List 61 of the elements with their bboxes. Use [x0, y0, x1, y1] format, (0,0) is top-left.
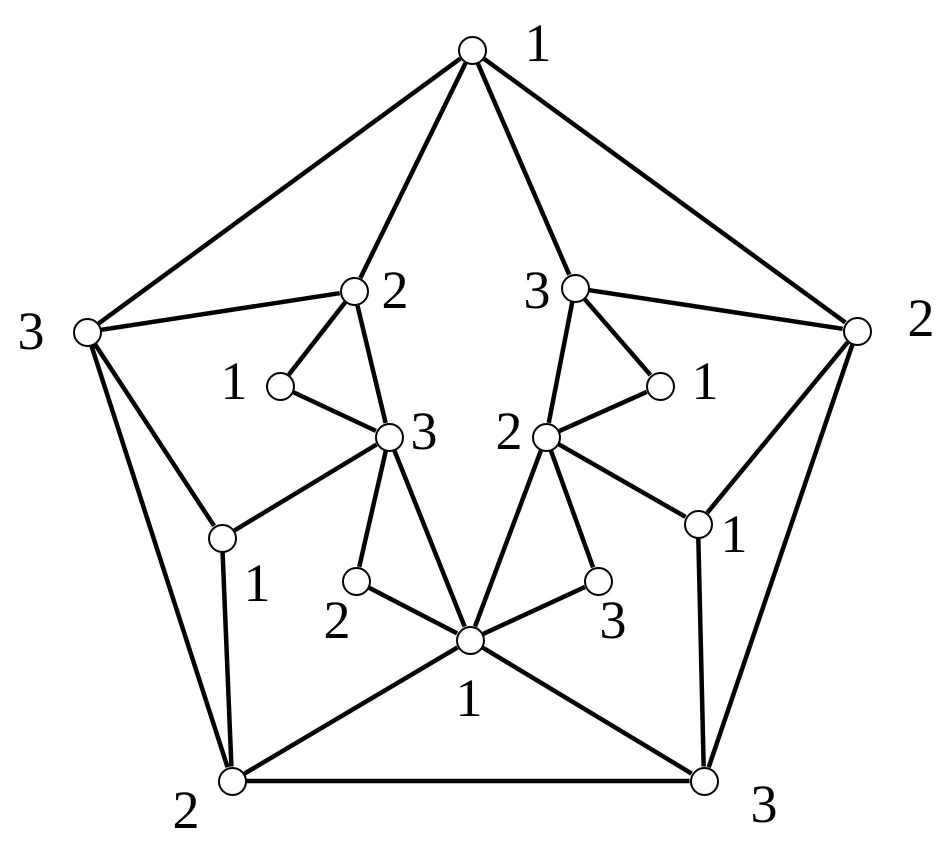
graph-edge	[558, 390, 648, 434]
vertex-circle	[690, 766, 718, 796]
vertex-circle	[374, 422, 404, 452]
vertex-circle	[842, 316, 872, 346]
vertex-label: 3	[600, 593, 626, 647]
vertex-label: 3	[524, 263, 550, 317]
vertex-circle	[560, 274, 590, 302]
graph-edge	[89, 345, 230, 768]
vertex-circle	[584, 566, 612, 596]
vertex-label: 3	[410, 404, 438, 458]
graph-edge	[472, 450, 544, 628]
graph-edge	[368, 586, 458, 636]
vertex-circle	[208, 524, 236, 552]
graph-edge	[481, 646, 693, 776]
graph-edge	[97, 56, 462, 326]
graph-edge	[482, 585, 586, 636]
vertex-circle	[684, 510, 712, 538]
graph-edge	[93, 342, 216, 528]
vertex-label: 3	[18, 304, 44, 358]
graph-edge	[582, 297, 652, 377]
vertex-label: 1	[524, 16, 552, 70]
graph-edge	[233, 442, 378, 532]
vertex-label: 2	[908, 291, 934, 345]
vertex-circle	[266, 372, 294, 400]
vertex-label: 1	[720, 507, 748, 561]
graph-edge	[243, 645, 459, 776]
graph-edge	[482, 56, 847, 324]
vertex-label: 1	[244, 556, 270, 610]
vertex-circle	[72, 318, 102, 346]
vertex-circle	[218, 766, 246, 796]
graph-edge	[589, 288, 843, 332]
graph-edge	[557, 442, 687, 519]
graph-edge	[546, 302, 574, 424]
vertex-label: 3	[750, 777, 778, 831]
graph-edge	[705, 340, 850, 514]
vertex-label: 2	[324, 593, 350, 647]
vertex-circle	[342, 566, 370, 596]
graph-edge	[476, 62, 572, 276]
vertex-circle	[532, 422, 560, 452]
graph-edge	[100, 290, 340, 332]
vertex-circle	[456, 626, 484, 654]
graph-edge	[357, 450, 388, 568]
graph-edge	[292, 390, 377, 433]
vertex-circle	[458, 36, 486, 64]
graph-edge	[548, 450, 596, 568]
vertex-label: 1	[220, 354, 248, 408]
vertex-label: 1	[456, 671, 482, 725]
graph-edge	[392, 450, 467, 628]
graph-edge	[246, 778, 690, 784]
graph-edge	[355, 304, 388, 424]
vertex-label: 1	[692, 354, 718, 408]
vertex-label: 2	[496, 404, 522, 458]
graph-edge	[696, 538, 706, 767]
vertex-label: 2	[172, 783, 200, 837]
vertex-circle	[340, 276, 368, 306]
graph-edge	[706, 344, 854, 768]
graph-edge	[358, 62, 468, 279]
vertex-label: 2	[382, 263, 408, 317]
vertex-circle	[646, 372, 674, 400]
graph-edge	[287, 301, 347, 376]
graph-edge	[220, 552, 234, 767]
